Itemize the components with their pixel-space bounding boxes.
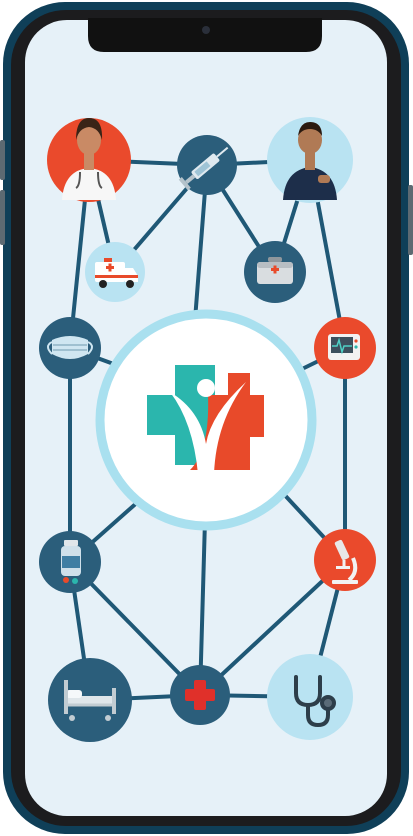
medicine-bottle-node — [39, 531, 101, 593]
hospital-bed-icon — [64, 680, 116, 721]
syringe-icon — [178, 146, 229, 191]
hospital-bed-node — [48, 658, 132, 742]
first-aid-kit-node — [244, 241, 306, 303]
patient-avatar — [267, 117, 353, 203]
microscope-icon — [332, 539, 358, 584]
front-camera — [202, 26, 210, 34]
ambulance-icon — [95, 258, 138, 288]
red-cross-icon — [185, 680, 215, 710]
healthcare-cross-logo-icon — [147, 365, 264, 474]
volume-down-button — [0, 190, 5, 245]
first-aid-kit-icon — [257, 257, 293, 284]
red-cross-node — [170, 665, 230, 725]
power-button — [408, 185, 413, 255]
syringe-node — [177, 135, 237, 195]
face-mask-node — [39, 317, 101, 379]
stethoscope-node — [267, 654, 353, 740]
male-patient-icon — [283, 122, 337, 200]
doctor-avatar — [47, 118, 131, 202]
female-doctor-icon — [62, 118, 116, 200]
volume-up-button — [0, 140, 5, 180]
monitor-node — [314, 317, 376, 379]
phone-notch — [88, 18, 322, 52]
face-mask-icon — [47, 336, 93, 359]
microscope-node — [314, 529, 376, 591]
stethoscope-icon — [294, 675, 336, 728]
ambulance-node — [85, 242, 145, 302]
medicine-bottle-icon — [61, 540, 81, 584]
medical-monitor-icon — [328, 334, 360, 360]
